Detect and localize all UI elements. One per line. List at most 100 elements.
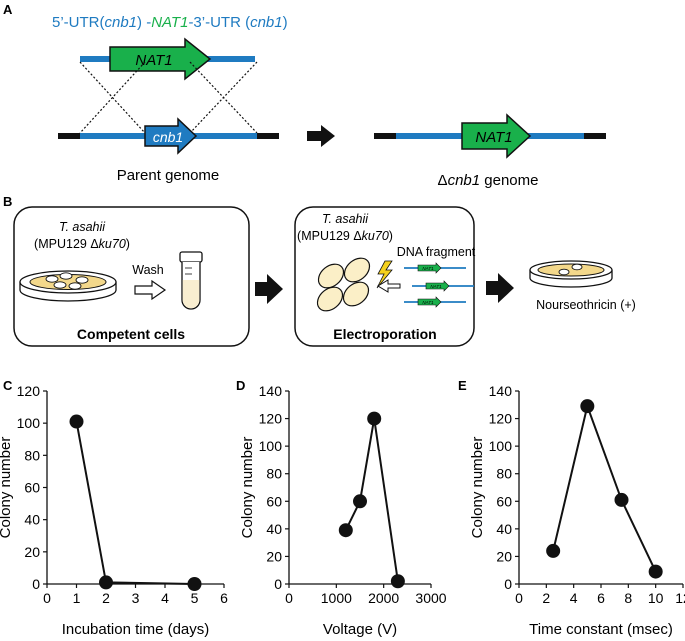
parent-cnb1-label: cnb1 [153,129,183,145]
x-tick-label: 12 [675,590,685,606]
x-axis-label: Time constant (msec) [529,621,673,638]
construct-nat1-arrow [109,37,212,81]
box1-strain-suffix: ) [126,237,130,251]
fragment-2-label: NAT1 [430,284,442,289]
fragment-3-label: NAT1 [422,300,434,305]
y-axis-label: Colony number [0,437,14,539]
construct-title-part-3: ) - [137,14,151,31]
result-caption-suffix: genome [480,172,538,189]
y-tick-label: 40 [266,521,282,537]
x-tick-label: 4 [570,590,578,606]
box1-strain-gene: ku70 [99,237,126,251]
box2-title: Electroporation [333,326,436,342]
result-caption-gene: cnb1 [448,172,481,189]
parent-cnb1-arrow [144,117,198,155]
panel-label-b: B [3,194,12,209]
parent-genome-right-flank [257,133,279,139]
construct-title-part-4: NAT1 [151,14,188,31]
y-tick-label: 100 [489,438,513,454]
fragment-1-label: NAT1 [422,266,434,271]
x-tick-label: 6 [220,590,228,606]
y-tick-label: 60 [496,493,512,509]
x-tick-label: 2000 [368,590,399,606]
box2-strain-gene: ku70 [362,229,389,243]
construct-title-part-1: 5’-UTR( [52,14,105,31]
panel-label-e: E [458,378,467,393]
panel-label-a: A [3,2,13,17]
result-genome-caption: Δcnb1 genome [438,172,539,189]
x-axis-label: Incubation time (days) [62,621,210,638]
dna-fragment-label: DNA fragment [397,245,476,259]
x-tick-label: 0 [285,590,293,606]
result-caption-delta: Δ [438,172,448,189]
x-tick-label: 0 [43,590,51,606]
y-tick-label: 40 [496,521,512,537]
x-tick-label: 3000 [415,590,446,606]
data-point [546,543,561,558]
x-tick-label: 2 [102,590,110,606]
data-point [367,411,382,426]
panel-b-arrow-1 [255,274,283,304]
panel-a: A 5’-UTR(cnb1) -NAT1-3’-UTR (cnb1) NAT1 … [3,2,606,189]
panel-a-arrow [307,125,335,147]
data-point [580,399,595,414]
y-tick-label: 20 [496,548,512,564]
dna-fragments: NAT1 NAT1 NAT1 [404,262,474,308]
y-tick-label: 0 [32,576,40,592]
y-tick-label: 120 [489,411,513,427]
parent-genome-left-flank [58,133,80,139]
y-tick-label: 140 [259,383,283,399]
y-axis-label: Colony number [239,437,256,539]
parent-genome-caption: Parent genome [117,167,220,184]
wash-arrow [134,279,167,301]
fragment-uptake-arrow [377,279,401,293]
box1-title: Competent cells [77,326,185,342]
y-tick-label: 80 [24,447,40,463]
y-tick-label: 60 [266,493,282,509]
tube-icon [179,251,203,310]
y-tick-label: 0 [504,576,512,592]
y-tick-label: 140 [489,383,513,399]
construct-title-part-6: cnb1 [250,14,283,31]
y-tick-label: 0 [274,576,282,592]
data-point [338,523,353,538]
data-point [69,414,84,429]
box2-strain: (MPU129 Δku70) [297,229,393,243]
box1-species: T. asahii [59,220,106,234]
x-tick-label: 0 [515,590,523,606]
y-tick-label: 80 [496,466,512,482]
panel-b: B T. asahii (MPU129 Δku70) Wash Compete [3,194,636,347]
construct-title: 5’-UTR(cnb1) -NAT1-3’-UTR (cnb1) [52,14,288,31]
box2-species: T. asahii [322,212,369,226]
y-tick-label: 100 [17,415,41,431]
nourseothricin-label: Nourseothricin (+) [536,298,636,312]
x-tick-label: 6 [597,590,605,606]
cells-icon [316,257,371,312]
series-line [75,421,195,585]
construct-title-part-7: ) [283,14,288,31]
y-tick-label: 20 [266,548,282,564]
wash-label: Wash [132,263,164,277]
x-tick-label: 10 [648,590,664,606]
box1-strain-prefix: (MPU129 Δ [34,237,99,251]
box2-strain-prefix: (MPU129 Δ [297,229,362,243]
y-tick-label: 120 [259,411,283,427]
y-tick-label: 80 [266,466,282,482]
box1-strain: (MPU129 Δku70) [34,237,130,251]
petri-dish-icon [19,270,117,302]
y-tick-label: 120 [17,383,41,399]
y-tick-label: 20 [24,544,40,560]
x-tick-label: 1 [73,590,81,606]
x-tick-label: 4 [161,590,169,606]
x-tick-label: 3 [132,590,140,606]
construct-title-part-5: -3’-UTR ( [188,14,250,31]
panel-b-arrow-2 [486,273,514,303]
data-point [353,494,367,509]
result-genome-right-flank [584,133,606,139]
recombination-lines [79,61,258,134]
x-tick-label: 8 [624,590,632,606]
panel-label-d: D [236,378,245,393]
